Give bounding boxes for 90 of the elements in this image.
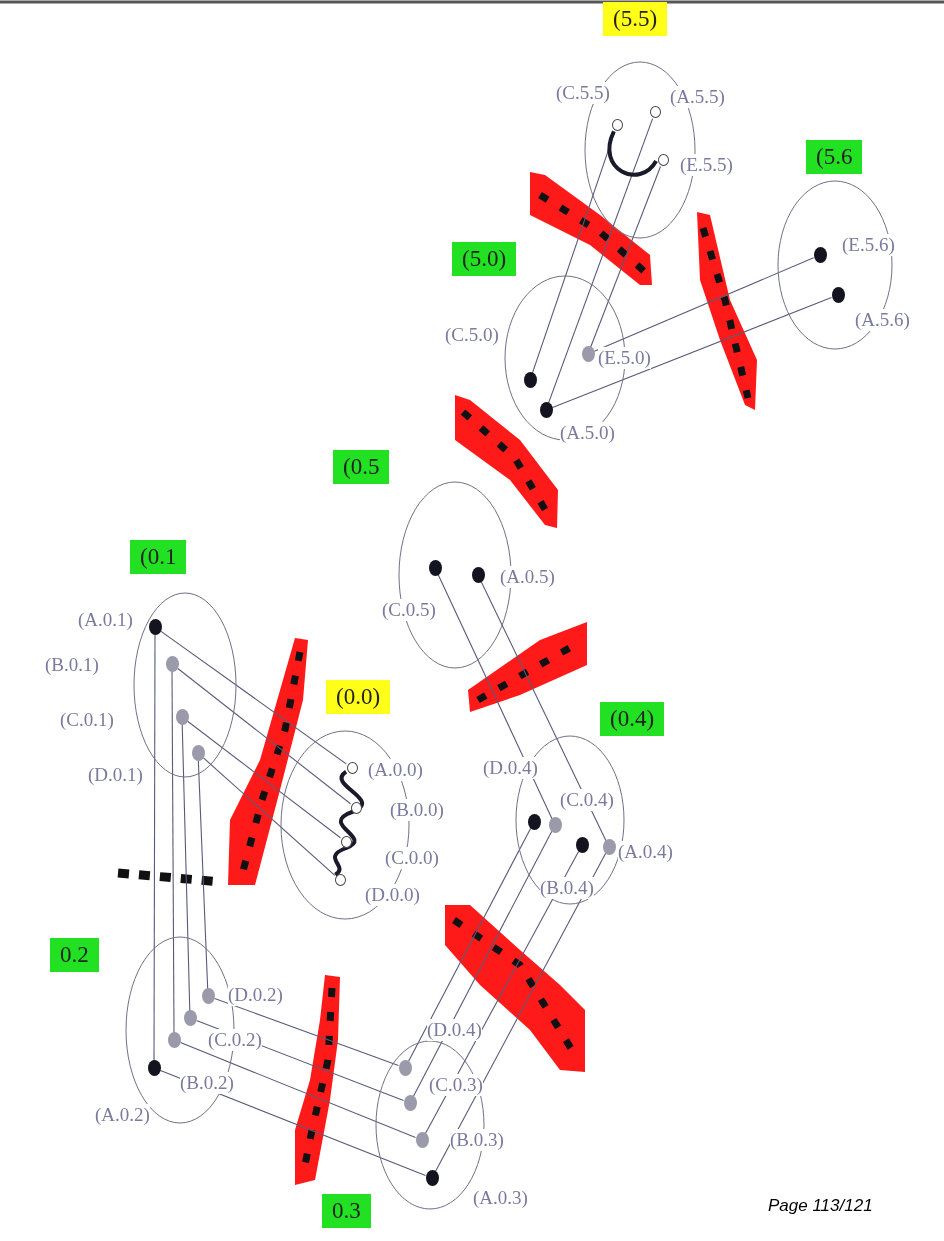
vertex-label: (E.5.5) — [680, 154, 733, 176]
connector-line — [480, 580, 607, 842]
vertex-label: (A.0.0) — [368, 759, 423, 781]
connector-line — [153, 633, 156, 1062]
connector-line — [202, 757, 336, 876]
hollow-vertex — [334, 874, 346, 886]
highlighted-label: (0.0) — [326, 680, 391, 714]
vertex-dot — [581, 346, 595, 362]
vertex-label: (A.0.3) — [473, 1187, 528, 1209]
vertex-dot — [165, 656, 179, 672]
vertex-label: (C.5.5) — [556, 82, 610, 104]
vertex-dot — [183, 1010, 197, 1026]
vertex-label: (E.5.0) — [598, 347, 651, 369]
vertex-label: (D.0.1) — [88, 764, 143, 786]
vertex-label: (C.0.2) — [208, 1029, 262, 1051]
connector-line — [171, 670, 175, 1034]
curved-connector — [607, 130, 658, 177]
vertex-label: (B.0.4) — [540, 877, 594, 899]
vertex-dot — [527, 814, 541, 830]
connector-line — [181, 723, 191, 1012]
highlighted-label: (5.0) — [452, 242, 517, 276]
connector-line — [593, 257, 815, 352]
vertex-label: (B.0.2) — [180, 1072, 234, 1094]
vertex-label: (C.0.3) — [429, 1074, 483, 1096]
vertex-label: (C.0.1) — [60, 709, 114, 731]
connector-line — [437, 573, 553, 820]
vertex-label: (B.0.0) — [390, 799, 444, 821]
hollow-vertex — [346, 762, 358, 774]
vertex-dot — [471, 567, 485, 583]
vertex-dot — [575, 837, 589, 853]
connector-line — [214, 997, 399, 1067]
connector-line — [179, 1042, 417, 1138]
vertex-dot — [167, 1032, 181, 1048]
vertex-dot — [813, 247, 827, 263]
vertex-label: (A.0.2) — [95, 1104, 150, 1126]
connector-line — [551, 297, 833, 408]
vertex-label: (D.0.4) — [427, 1019, 482, 1041]
vertex-dot — [425, 1170, 439, 1186]
vertex-label: (B.0.1) — [45, 654, 99, 676]
highlighted-label: (0.4) — [600, 702, 665, 736]
vertex-label: (C.5.0) — [445, 324, 499, 346]
vertex-dot — [148, 619, 162, 635]
vertex-dot — [191, 745, 205, 761]
vertex-dot — [548, 817, 562, 833]
connector-line — [589, 165, 662, 349]
vertex-label: (D.0.4) — [483, 757, 538, 779]
connector-line — [547, 118, 654, 404]
highlighted-label: (5.5) — [603, 2, 668, 36]
vertex-label: (C.0.5) — [382, 599, 436, 621]
vertex-label: (D.0.0) — [365, 884, 420, 906]
vertex-label: (A.0.1) — [78, 609, 133, 631]
vertex-label: (C.0.0) — [385, 847, 439, 869]
hollow-vertex — [657, 154, 669, 166]
hollow-vertex — [350, 802, 362, 814]
vertex-label: (E.5.6) — [842, 234, 895, 256]
highlighted-label: 0.3 — [322, 1194, 371, 1228]
hollow-vertex — [649, 106, 661, 118]
connector-line — [187, 720, 341, 839]
curved-connector — [333, 770, 364, 877]
vertex-label: (D.0.2) — [228, 984, 283, 1006]
highlighted-label: (0.5 — [333, 450, 390, 484]
vertex-dot — [403, 1095, 417, 1111]
vertex-dot — [523, 372, 537, 388]
vertex-label: (A.0.4) — [618, 841, 673, 863]
hollow-vertex — [340, 836, 352, 848]
vertex-label: (A.0.5) — [500, 566, 555, 588]
connector-line — [407, 827, 532, 1063]
vertex-dot — [539, 402, 553, 418]
vertex-dot — [428, 560, 442, 576]
vertex-dot — [175, 709, 189, 725]
vertex-dot — [201, 988, 215, 1004]
connector-line — [176, 667, 352, 805]
vertex-dot — [398, 1060, 412, 1076]
vertex-label: (A.5.6) — [855, 309, 910, 331]
connector-line — [412, 830, 553, 1098]
vertex-label: (A.5.5) — [670, 86, 725, 108]
page-number: Page 113/121 — [768, 1196, 873, 1216]
hollow-vertex — [611, 119, 623, 131]
vertex-label: (C.0.4) — [560, 789, 614, 811]
vertex-dot — [831, 287, 845, 303]
highlighted-label: (0.1 — [130, 540, 187, 574]
vertex-dot — [147, 1060, 161, 1076]
connector-line — [197, 759, 209, 990]
highlighted-label: (5.6 — [806, 140, 863, 174]
highlighted-label: 0.2 — [50, 938, 99, 972]
vertex-label: (A.5.0) — [560, 422, 615, 444]
vertex-dot — [602, 839, 616, 855]
vertex-dot — [415, 1132, 429, 1148]
vertex-label: (B.0.3) — [450, 1129, 504, 1151]
connector-line — [160, 630, 347, 765]
